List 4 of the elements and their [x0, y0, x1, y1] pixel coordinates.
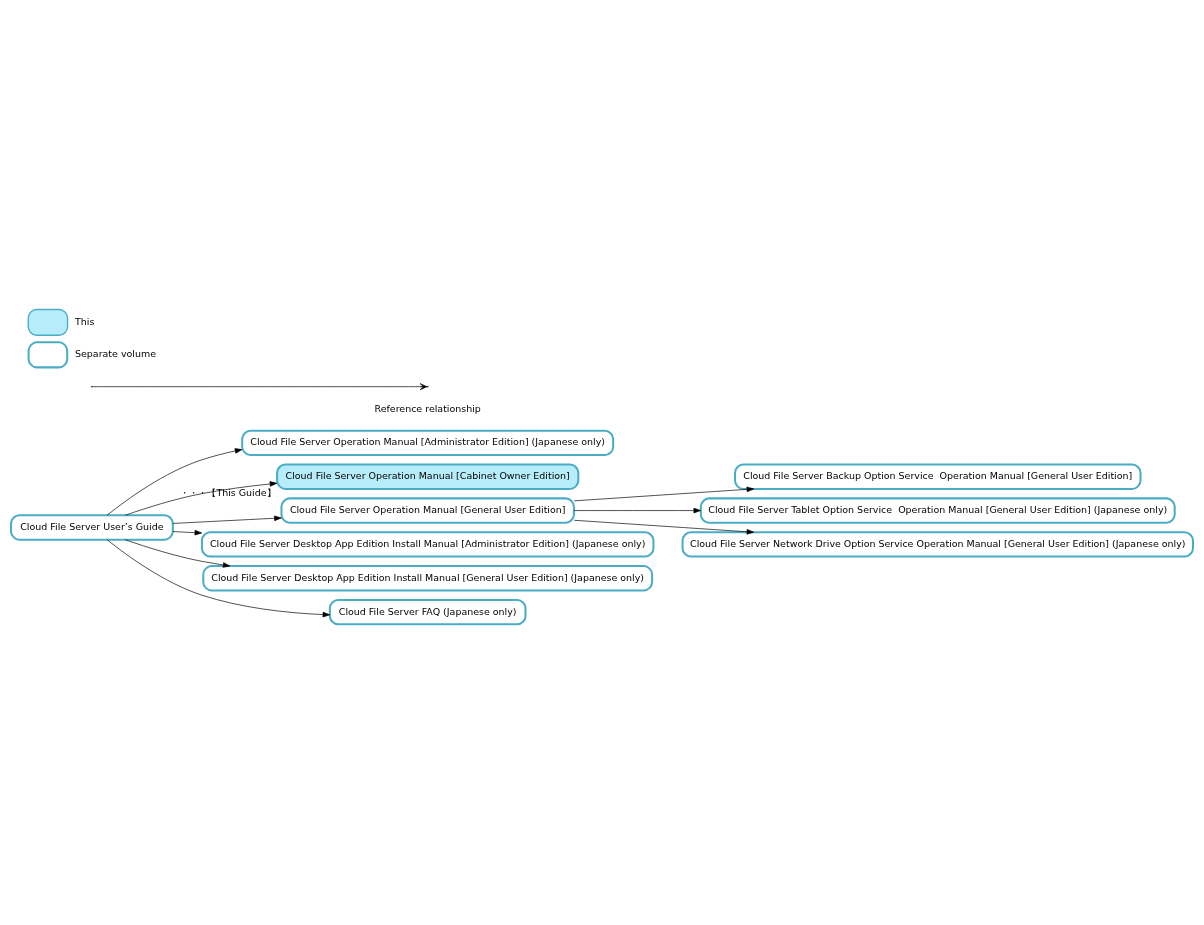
legend-label: Reference relationship — [374, 402, 481, 414]
legend-label: Separate volume — [74, 348, 156, 360]
legend-label: This — [74, 315, 95, 327]
node-label: ・・・【This Guide】 — [180, 487, 276, 499]
